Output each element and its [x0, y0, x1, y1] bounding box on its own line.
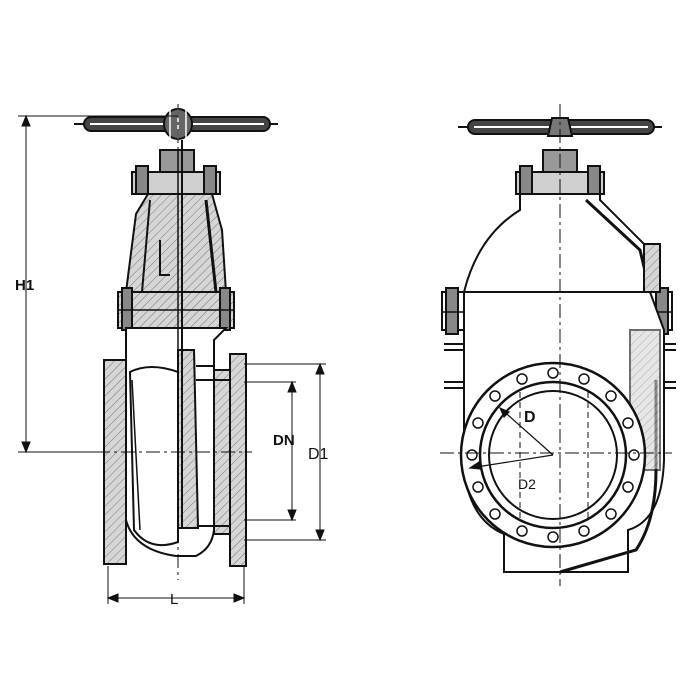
side-view	[440, 104, 676, 586]
d1-label: D1	[308, 446, 329, 463]
gland-left	[131, 149, 221, 195]
section-view	[18, 104, 326, 604]
bolt-holes	[466, 367, 640, 543]
h1-label: H1	[15, 277, 34, 294]
handwheel-left	[74, 108, 278, 140]
d2-label: D2	[518, 476, 536, 492]
dimensions-left	[18, 114, 326, 604]
handwheel-right	[458, 117, 662, 137]
centerlines-right	[440, 104, 672, 586]
diameter-leaders	[468, 406, 554, 470]
d-label: D	[524, 409, 536, 426]
body-left	[103, 327, 247, 567]
dn-label: DN	[273, 432, 295, 449]
bonnet-left	[117, 193, 235, 331]
l-label: L	[170, 591, 178, 608]
centerlines-left	[96, 104, 252, 580]
